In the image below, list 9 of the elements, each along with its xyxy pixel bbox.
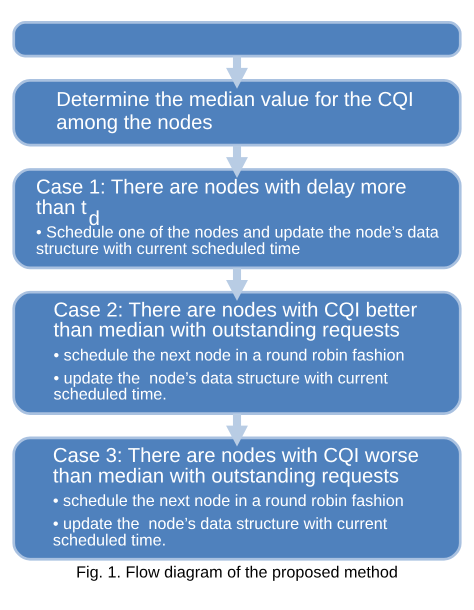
caption: Fig. 1. Flow diagram of the proposed method [76, 564, 398, 582]
arrow [226, 56, 248, 89]
node-box: Case 2: There are nodes with CQI better than median with outstanding requests • schedule the next node in a round robin fashion • update the node’s data structure with current scheduled time. [12, 290, 462, 415]
node-box: Case 3: There are nodes with CQI worse than median with outstanding requests • schedule the next node in a round robin fashion • update the node’s data structure with current scheduled time. [12, 436, 462, 561]
arrow [226, 414, 248, 446]
arrow [226, 268, 248, 301]
node-box [12, 21, 462, 58]
arrow [226, 146, 248, 178]
node-box: Determine the median value for the CQI among the nodes [12, 79, 462, 146]
